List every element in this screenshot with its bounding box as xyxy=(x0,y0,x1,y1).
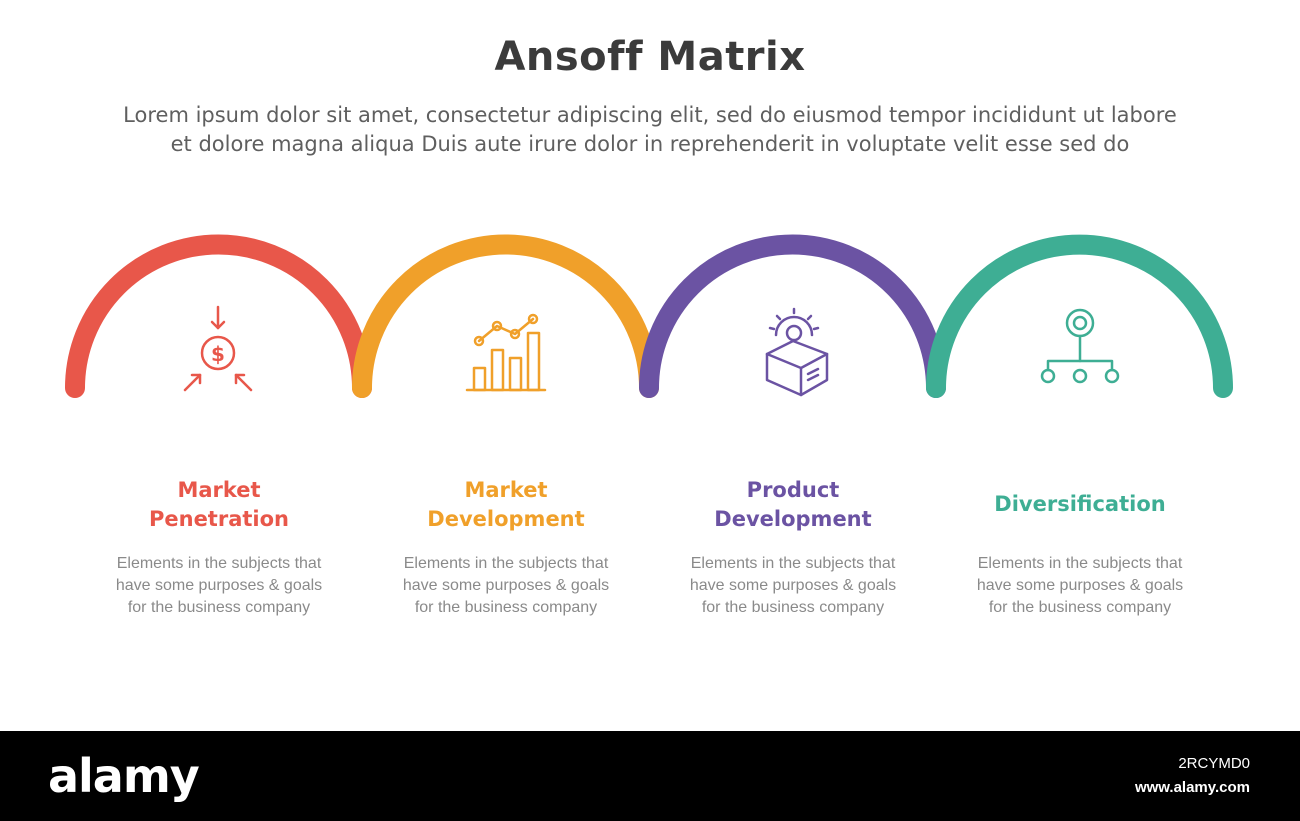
subtitle-line-2: et dolore magna aliqua Duis aute irure d… xyxy=(170,132,1130,156)
dollar-arrows-icon: $ xyxy=(183,305,253,392)
subtitle: Lorem ipsum dolor sit amet, consectetur … xyxy=(60,101,1240,159)
alamy-logo: alamy xyxy=(48,749,200,803)
arc-diagram: $ xyxy=(65,234,1233,398)
description-line: Elements in the subjects that xyxy=(977,555,1183,572)
description-line: Elements in the subjects that xyxy=(690,555,896,572)
stage-label-line: Market xyxy=(464,478,548,502)
description-line: for the business company xyxy=(988,599,1172,616)
description-line: have some purposes & goals xyxy=(115,577,323,594)
description-line: for the business company xyxy=(701,599,885,616)
bar-chart-icon xyxy=(465,313,547,392)
description-line: have some purposes & goals xyxy=(976,577,1184,594)
description-line: have some purposes & goals xyxy=(689,577,897,594)
stage-label-market-development: Market Development xyxy=(376,476,636,534)
description-line: for the business company xyxy=(414,599,598,616)
stage-label-product-development: Product Development xyxy=(663,476,923,534)
stage-description-product-development: Elements in the subjects that have some … xyxy=(663,553,923,619)
stage-description-market-development: Elements in the subjects that have some … xyxy=(376,553,636,619)
site-url: www.alamy.com xyxy=(1134,779,1250,796)
stage-label-line: Diversification xyxy=(994,492,1166,516)
stage-label-diversification: Diversification xyxy=(950,490,1210,519)
stage-label-line: Penetration xyxy=(148,507,289,531)
svg-text:$: $ xyxy=(211,342,225,366)
description-line: for the business company xyxy=(127,599,311,616)
arc-product-development xyxy=(639,234,946,398)
arc-diversification xyxy=(926,234,1233,398)
hierarchy-icon xyxy=(1040,308,1120,384)
description-line: have some purposes & goals xyxy=(402,577,610,594)
page-title: Ansoff Matrix xyxy=(494,34,806,80)
arc-market-development xyxy=(352,234,659,398)
stage-description-market-penetration: Elements in the subjects that have some … xyxy=(89,553,349,619)
gear-box-icon xyxy=(765,307,829,397)
stage-label-line: Product xyxy=(746,478,840,502)
stage-label-line: Market xyxy=(177,478,261,502)
stage-label-line: Development xyxy=(427,507,585,531)
arc-market-penetration xyxy=(65,234,372,398)
stage-description-diversification: Elements in the subjects that have some … xyxy=(950,553,1210,619)
stage-label-market-penetration: Market Penetration xyxy=(89,476,349,534)
image-id: 2RCYMD0 xyxy=(1178,755,1250,772)
description-line: Elements in the subjects that xyxy=(403,555,609,572)
description-line: Elements in the subjects that xyxy=(116,555,322,572)
watermark-bar: alamy 2RCYMD0 www.alamy.com xyxy=(0,731,1300,821)
subtitle-line-1: Lorem ipsum dolor sit amet, consectetur … xyxy=(123,103,1177,127)
stage-label-line: Development xyxy=(714,507,872,531)
